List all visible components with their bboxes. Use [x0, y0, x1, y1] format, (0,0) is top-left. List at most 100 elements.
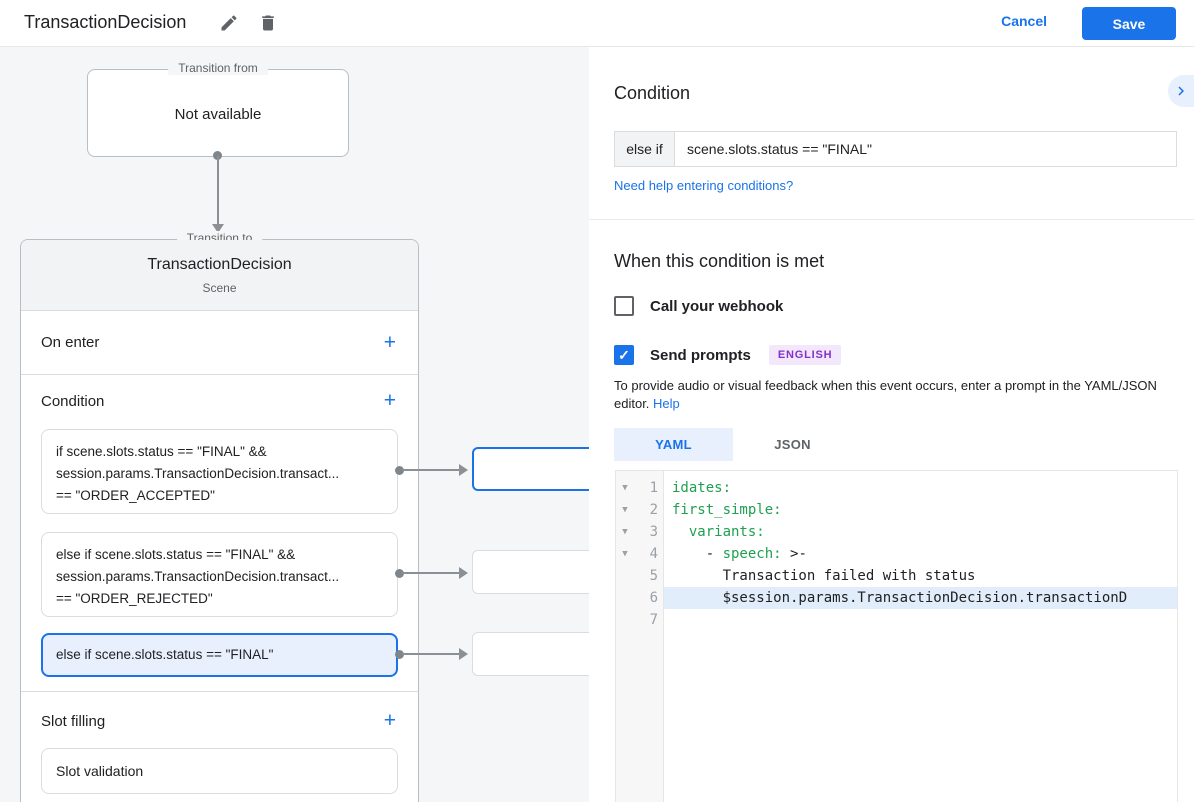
- code-plain: Transaction failed with status: [672, 568, 976, 584]
- save-button[interactable]: Save: [1082, 7, 1176, 40]
- tab-yaml[interactable]: YAML: [614, 428, 733, 461]
- tab-json[interactable]: JSON: [774, 437, 811, 452]
- when-condition-met-heading: When this condition is met: [614, 251, 825, 271]
- add-condition-button[interactable]: +: [383, 389, 396, 412]
- code-plain: [672, 524, 689, 540]
- arrow-right-icon: [459, 567, 468, 579]
- code-text: Transaction failed with status: [664, 565, 1177, 587]
- condition-expression-input[interactable]: scene.slots.status == "FINAL": [687, 141, 873, 157]
- code-line: ▼ 2 first_simple:: [616, 499, 1177, 521]
- line-number: 1: [649, 480, 658, 496]
- slot-validation-item[interactable]: Slot validation: [41, 748, 398, 794]
- divider: [21, 374, 418, 375]
- call-webhook-checkbox[interactable]: [614, 296, 634, 316]
- transition-target-box[interactable]: [472, 550, 589, 594]
- edit-pencil-icon[interactable]: [219, 13, 239, 33]
- send-prompts-label: Send prompts: [650, 346, 751, 364]
- transition-target-box-selected[interactable]: [472, 447, 589, 491]
- code-text: - speech: >-: [664, 543, 1177, 565]
- code-text: variants:: [664, 521, 1177, 543]
- code-text: idates:: [664, 477, 1177, 499]
- editor-gutter: [616, 471, 664, 802]
- condition-item-1-line: if scene.slots.status == "FINAL" &&: [56, 444, 267, 459]
- line-number: 2: [649, 502, 658, 518]
- send-prompts-row: ✓ Send prompts ENGLISH: [614, 345, 842, 365]
- gutter-spacer: [616, 609, 634, 631]
- scene-card-header: TransactionDecision Scene: [21, 240, 418, 311]
- scene-subtitle: Scene: [202, 280, 237, 295]
- arrow-right-icon: [459, 464, 468, 476]
- connector-line: [402, 572, 459, 574]
- connector-dot: [395, 569, 404, 578]
- condition-prefix-label: else if: [615, 132, 675, 166]
- code-key: variants:: [688, 524, 765, 540]
- code-text: [664, 609, 1177, 631]
- connector-line: [217, 156, 219, 225]
- cancel-button[interactable]: Cancel: [1001, 13, 1047, 29]
- code-line: ▼ 4 - speech: >-: [616, 543, 1177, 565]
- transition-target-box[interactable]: [472, 632, 589, 676]
- fold-toggle-icon[interactable]: ▼: [622, 483, 628, 493]
- code-plain: -: [672, 546, 723, 562]
- code-line-highlighted: 6 $session.params.TransactionDecision.tr…: [616, 587, 1177, 609]
- add-on-enter-button[interactable]: +: [383, 330, 396, 354]
- condition-help-link[interactable]: Need help entering conditions?: [614, 178, 794, 193]
- code-key: speech:: [722, 546, 782, 562]
- arrow-right-icon: [459, 648, 468, 660]
- flow-diagram-area: Transition from Not available Transition…: [0, 47, 589, 802]
- transition-from-value: Not available: [174, 106, 262, 123]
- editor-format-tabs: YAML JSON: [614, 428, 852, 461]
- yaml-code-editor[interactable]: ▼ 1 idates: ▼ 2 first_simple: ▼ 3 varian…: [615, 470, 1178, 802]
- connector-dot: [213, 151, 222, 160]
- add-slot-button[interactable]: +: [383, 709, 396, 732]
- condition-expression-field: else if scene.slots.status == "FINAL": [614, 131, 1177, 167]
- gutter-spacer: [616, 565, 634, 587]
- fold-toggle-icon[interactable]: ▼: [622, 527, 628, 537]
- condition-item-1-line: == "ORDER_ACCEPTED": [56, 488, 215, 503]
- webhook-row: Call your webhook: [614, 296, 783, 316]
- code-plain: >-: [781, 546, 807, 562]
- condition-item-2-line: session.params.TransactionDecision.trans…: [56, 569, 340, 584]
- condition-detail-panel: Condition else if scene.slots.status == …: [589, 47, 1194, 802]
- divider: [21, 691, 418, 692]
- call-webhook-label: Call your webhook: [650, 297, 784, 315]
- condition-item-3-selected[interactable]: else if scene.slots.status == "FINAL": [41, 633, 398, 677]
- arrow-down-icon: [212, 224, 224, 233]
- panel-condition-heading: Condition: [614, 83, 691, 103]
- code-text: $session.params.TransactionDecision.tran…: [664, 587, 1177, 609]
- code-key: first_simple:: [672, 502, 782, 518]
- page-title: TransactionDecision: [24, 12, 187, 32]
- transition-from-box: Transition from Not available: [87, 61, 349, 157]
- on-enter-label: On enter: [41, 334, 100, 351]
- code-text: first_simple:: [664, 499, 1177, 521]
- send-prompts-checkbox[interactable]: ✓: [614, 345, 634, 365]
- code-line: ▼ 1 idates:: [616, 477, 1177, 499]
- slot-filling-row: Slot filling +: [41, 706, 396, 736]
- connector-line: [402, 469, 459, 471]
- code-line: 7: [616, 609, 1177, 631]
- connector-dot: [395, 650, 404, 659]
- code-line: 5 Transaction failed with status: [616, 565, 1177, 587]
- fold-toggle-icon[interactable]: ▼: [622, 549, 628, 559]
- language-badge: ENGLISH: [768, 345, 842, 365]
- line-number: 6: [649, 590, 658, 606]
- top-bar: TransactionDecision Cancel Save: [0, 0, 1194, 47]
- gutter-spacer: [616, 587, 634, 609]
- helper-text: To provide audio or visual feedback when…: [614, 378, 1157, 411]
- scene-title: TransactionDecision: [147, 255, 292, 273]
- on-enter-row: On enter +: [41, 311, 396, 374]
- connector-dot: [395, 466, 404, 475]
- condition-item-1[interactable]: if scene.slots.status == "FINAL" && sess…: [41, 429, 398, 514]
- collapse-panel-button[interactable]: [1168, 75, 1194, 107]
- condition-item-1-line: session.params.TransactionDecision.trans…: [56, 466, 340, 481]
- delete-trash-icon[interactable]: [258, 13, 278, 33]
- connector-line: [402, 653, 459, 655]
- transition-to-card: Transition to TransactionDecision Scene …: [20, 231, 419, 802]
- code-line: ▼ 3 variants:: [616, 521, 1177, 543]
- line-number: 7: [649, 612, 658, 628]
- transition-from-legend: Transition from: [168, 61, 268, 75]
- help-link[interactable]: Help: [653, 396, 680, 411]
- fold-toggle-icon[interactable]: ▼: [622, 505, 628, 515]
- line-number: 5: [649, 568, 658, 584]
- condition-item-2[interactable]: else if scene.slots.status == "FINAL" &&…: [41, 532, 398, 617]
